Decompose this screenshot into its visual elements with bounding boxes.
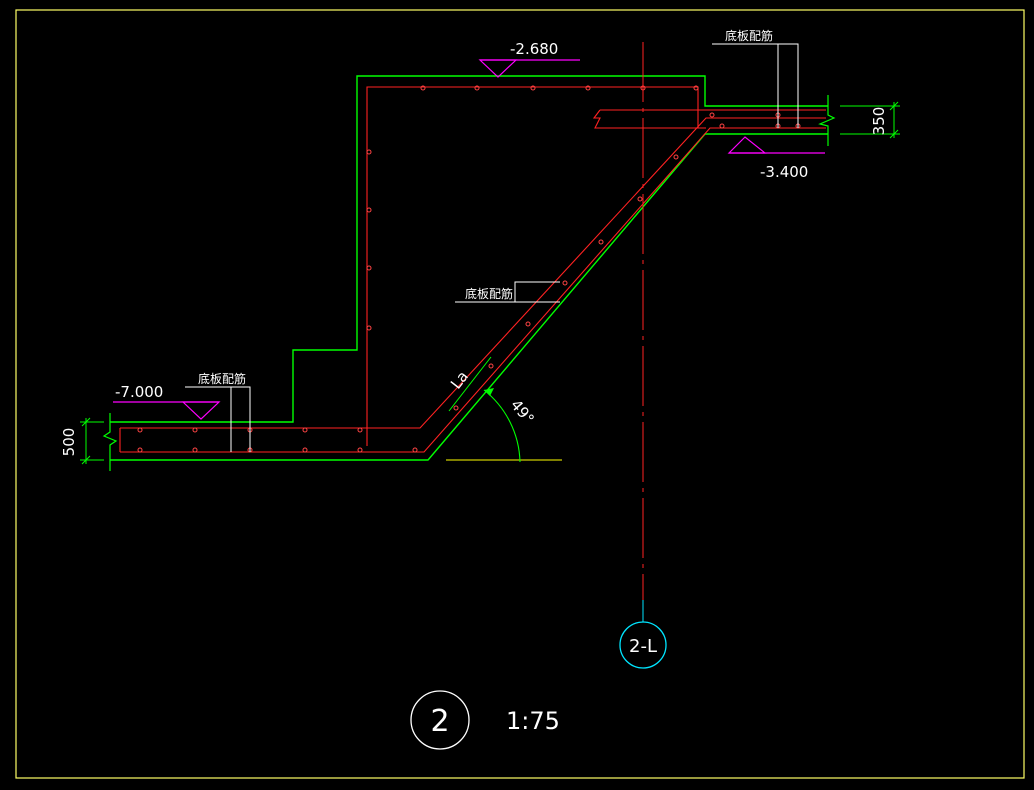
break-symbols <box>102 95 836 471</box>
drawing-frame <box>15 9 1025 779</box>
rebar-note-leader-middle <box>455 281 560 303</box>
axis-bubble-circle <box>619 621 667 669</box>
rebar-dot <box>598 239 604 245</box>
scale-label: 1:75 <box>506 707 560 735</box>
rebar-dot <box>137 427 143 433</box>
rebar-dot <box>192 447 198 453</box>
rebar-dot <box>420 85 426 91</box>
rebar-dot <box>453 405 459 411</box>
rebar-inner <box>120 117 826 429</box>
rebar-top-wall <box>366 86 699 446</box>
elevation-triangle-top <box>478 59 518 78</box>
rebar-dot <box>530 85 536 91</box>
rebar-dot <box>525 321 531 327</box>
dimension-tick-left-top <box>81 417 91 427</box>
rebar-note-top-right: 底板配筋 <box>712 28 799 128</box>
elevation-mark-top: -2.680 <box>478 40 580 78</box>
rebar-dot <box>137 447 143 453</box>
rebar-dot <box>673 154 679 160</box>
rebar-outer <box>120 127 826 453</box>
rebar-note-leader-left <box>185 386 251 452</box>
rebar-dot <box>366 207 372 213</box>
dimension-label-left: 500 <box>60 428 78 457</box>
rebar-note-left: 底板配筋 <box>185 371 251 452</box>
rebar-lines <box>119 86 826 453</box>
rebar-dot <box>366 265 372 271</box>
dimension-left <box>80 417 104 465</box>
rebar-dot <box>709 112 715 118</box>
axis-bubble-label: 2-L <box>629 636 657 657</box>
elevation-label-left: -7.000 <box>115 383 163 401</box>
rebar-dots <box>137 85 801 453</box>
anchorage-leader <box>448 356 492 412</box>
rebar-dot <box>192 427 198 433</box>
axis-bubble: 2-L <box>619 621 667 669</box>
concrete-lower-edge <box>110 133 828 461</box>
detail-number: 2 <box>430 704 449 739</box>
rebar-dot <box>693 85 699 91</box>
rebar-dot <box>366 149 372 155</box>
anchorage-label: La <box>447 368 472 393</box>
elevation-label-right: -3.400 <box>760 163 808 181</box>
rebar-dot <box>366 325 372 331</box>
concrete-upper-edge <box>110 75 828 423</box>
left-break-symbol <box>102 413 118 471</box>
rebar-right-split <box>592 109 601 129</box>
concrete-outline <box>110 75 828 461</box>
rebar-note-leader-top-right <box>712 43 799 128</box>
rebar-dot <box>474 85 480 91</box>
rebar-dot <box>302 447 308 453</box>
rebar-dot <box>562 280 568 286</box>
elevation-mark-right: -3.400 <box>727 136 825 181</box>
angle-arrow-top <box>484 388 494 396</box>
right-break-symbol <box>818 95 836 146</box>
rebar-dot <box>488 363 494 369</box>
rebar-note-text-left: 底板配筋 <box>198 371 246 386</box>
dimension-tick-right-top <box>889 101 899 111</box>
dimension-right <box>840 101 900 139</box>
rebar-note-middle: 底板配筋 <box>455 281 560 303</box>
rebar-dot <box>357 427 363 433</box>
dimension-tick-right-bottom <box>889 129 899 139</box>
elevation-triangle-right <box>727 136 767 154</box>
rebar-dot <box>585 85 591 91</box>
detail-number-circle <box>410 690 470 750</box>
rebar-note-text-top-right: 底板配筋 <box>725 28 773 43</box>
rebar-dot <box>719 123 725 129</box>
dimension-label-right: 350 <box>870 107 888 136</box>
rebar-note-text-middle: 底板配筋 <box>465 286 513 301</box>
rebar-dot <box>412 447 418 453</box>
rebar-dot <box>357 447 363 453</box>
elevation-triangle-left <box>181 401 221 420</box>
rebar-dot <box>302 427 308 433</box>
angle-arc <box>483 389 521 463</box>
dimension-tick-left-bottom <box>81 455 91 465</box>
angle-label: 49° <box>507 396 538 428</box>
rebar-dot <box>637 196 643 202</box>
elevation-label-top: -2.680 <box>510 40 558 58</box>
elevation-mark-left: -7.000 <box>113 383 221 420</box>
